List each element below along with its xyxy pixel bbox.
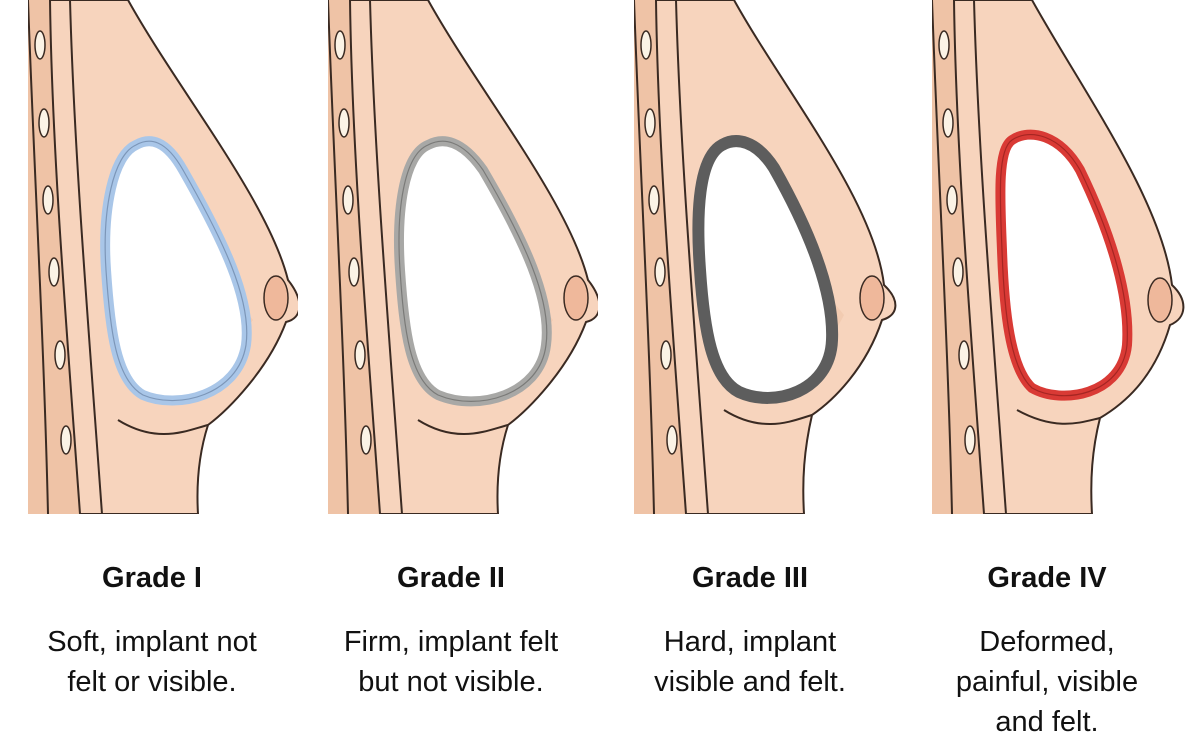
grade-2-illustration [328,0,598,514]
breast-profile-1-icon [28,0,298,514]
grade-1-description: Soft, implant not felt or visible. [2,622,302,702]
grade-3-description: Hard, implant visible and felt. [600,622,900,702]
breast-profile-4-icon [932,0,1185,514]
grade-2-description-line: Firm, implant felt [343,626,559,658]
grade-1-title: Grade I [102,562,202,594]
grade-4-description-line: and felt. [995,706,1099,738]
grade-3-illustration [634,0,904,514]
grade-3-title: Grade III [691,562,809,594]
grade-1-description-line: Soft, implant not [47,626,257,658]
grade-2-description: Firm, implant felt but not visible. [301,622,601,702]
grade-3-description-line: Hard, implant [663,626,837,658]
grade-1-caption: Grade I Soft, implant not felt or visibl… [2,556,302,702]
grade-2-caption: Grade II Firm, implant felt but not visi… [301,556,601,702]
grade-4-title: Grade IV [987,562,1107,594]
breast-profile-2-icon [328,0,598,514]
grade-4-description: Deformed, painful, visible and felt. [897,622,1197,742]
breast-profile-3-icon [634,0,897,514]
grade-4-description-line: painful, visible [955,666,1139,698]
grade-4-illustration [932,0,1200,514]
grade-2-description-line: but not visible. [358,666,544,698]
grade-1-description-line: felt or visible. [67,666,237,698]
grade-3-description-line: visible and felt. [654,666,846,698]
grade-4-caption: Grade IV Deformed, painful, visible and … [897,556,1197,742]
grade-3-caption: Grade III Hard, implant visible and felt… [600,556,900,702]
grade-4-description-line: Deformed, [979,626,1115,658]
grade-1-illustration [28,0,298,514]
capsule-hard-icon [692,135,839,404]
grade-2-title: Grade II [397,562,505,594]
